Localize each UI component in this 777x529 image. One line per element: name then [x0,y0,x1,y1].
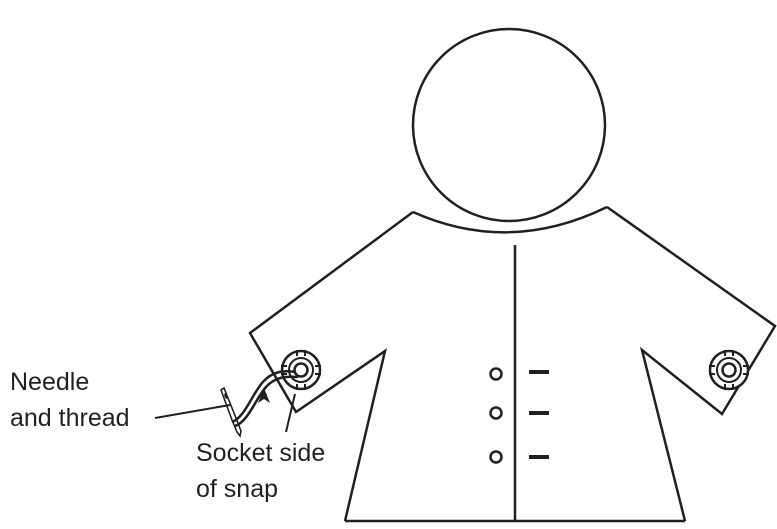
snap-socket-icon [708,349,750,391]
jacket-right-side [606,205,777,522]
head-circle [411,27,607,223]
needle-label-line1: Needle [10,368,89,396]
socket-leader-line [285,393,296,433]
socket-label-line1: Socket side [196,439,325,467]
buttons [489,367,503,464]
snap-socket-icon [280,349,322,391]
button [489,406,503,420]
thread [234,375,299,428]
needle-label-line2: and thread [10,404,130,432]
socket-label-line2: of snap [196,475,278,503]
button [489,450,503,464]
needle-icon [220,386,242,438]
neckline [412,205,608,234]
jacket-left-side [248,210,414,522]
buttonholes [529,370,549,459]
needle-leader-line [154,404,231,419]
button [489,367,503,381]
thread [231,369,297,424]
arrow-icon [258,388,270,403]
